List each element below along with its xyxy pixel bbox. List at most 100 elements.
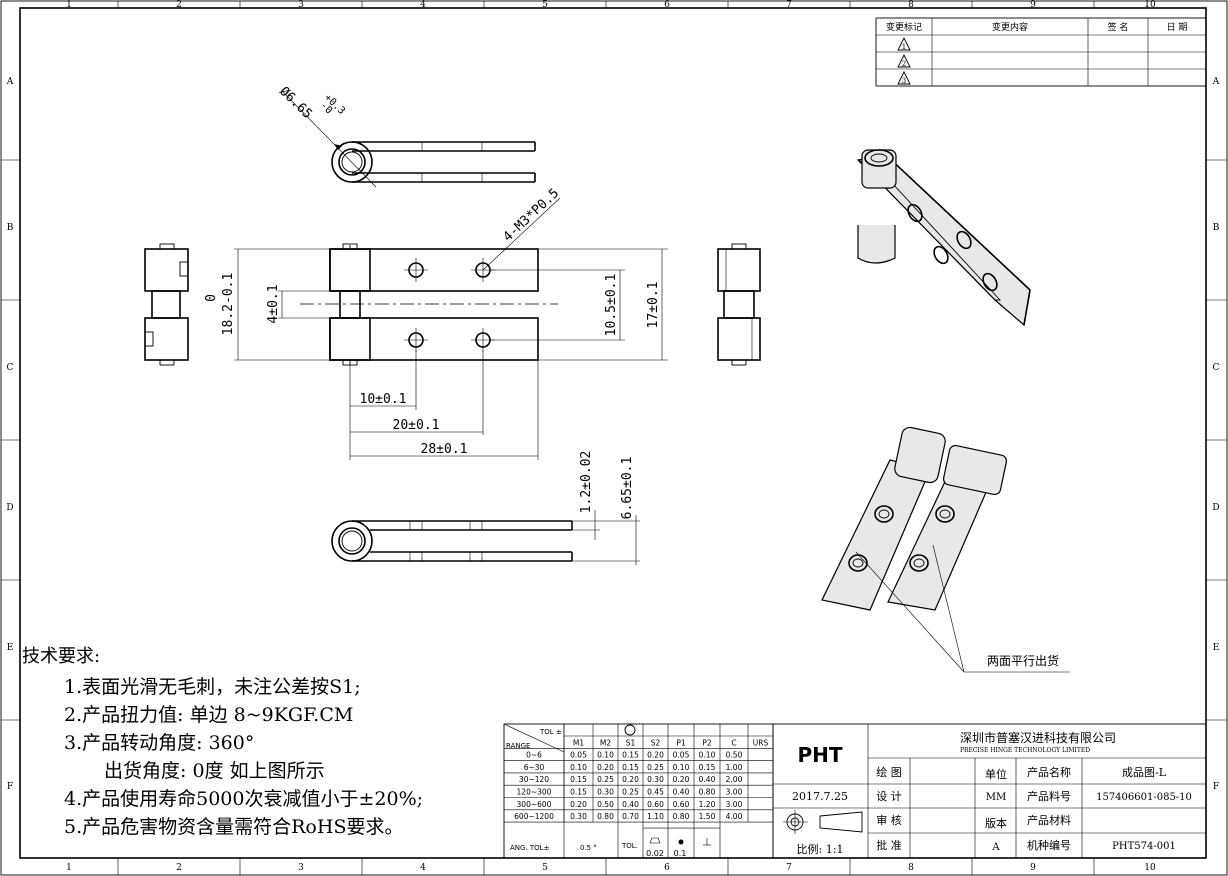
drawing-date: 2017.7.25 xyxy=(792,790,848,803)
tol-value-cell: 1.10 xyxy=(647,812,664,821)
revision-mark-1: 1 xyxy=(897,36,911,51)
perpendicular-symbol xyxy=(703,838,711,846)
tol-range-cell: 600~1200 xyxy=(514,812,554,821)
tol-range-cell: 30~120 xyxy=(519,775,549,784)
leaf-height-dim: 17±0.1 xyxy=(646,282,661,329)
zone-col-label-bottom: 5 xyxy=(542,863,548,873)
tol-value-cell: 0.25 xyxy=(647,763,664,772)
zone-col-label-bottom: 1 xyxy=(66,863,72,873)
tol-header-urs: URS xyxy=(753,738,769,747)
drawing-scale: 比例: 1:1 xyxy=(797,842,844,856)
tol-ang-label: ANG. TOL± xyxy=(510,844,550,852)
zone-row-label-right: A xyxy=(1212,77,1220,87)
tech-item-5: 5.产品危害物资含量需符合RoHS要求。 xyxy=(64,816,403,838)
version-value: A xyxy=(991,842,1000,853)
overall-height-upper: 0 xyxy=(204,294,219,302)
field-model-value: PHT574-001 xyxy=(1112,841,1176,852)
tol-value-cell: 0.25 xyxy=(622,788,639,797)
revision-header-sign: 签 名 xyxy=(1108,21,1129,33)
zone-row-label-right: D xyxy=(1212,503,1219,513)
leaf-thickness-dim: 1.2±0.02 xyxy=(579,451,594,514)
hole-diameter-dim: Ø6.65 xyxy=(276,84,315,122)
tol-value-cell: 0.30 xyxy=(597,788,614,797)
revision-header-mark: 变更标记 xyxy=(886,21,922,33)
tol-value-cell: 3.00 xyxy=(726,788,743,797)
tol-geo-round: 0.1 xyxy=(674,849,687,858)
front-view xyxy=(234,197,668,460)
revision-mark-2: 2 xyxy=(897,53,911,68)
tol-value-cell: 1.00 xyxy=(726,763,743,772)
tol-value-cell: 0.20 xyxy=(622,775,639,784)
tech-item-4: 4.产品使用寿命5000次衰减值小于±20%; xyxy=(64,788,423,810)
field-product-name-value: 成品图-L xyxy=(1122,766,1167,779)
revision-header-date: 日 期 xyxy=(1167,22,1188,33)
right-side-view xyxy=(717,243,761,366)
zone-col-label-bottom: 9 xyxy=(1030,863,1036,873)
revision-mark-2-number: 2 xyxy=(902,60,906,68)
tol-range-cell: 300~600 xyxy=(517,800,552,809)
company-name-en: PRECISE HINGE TECHNOLOGY LIMITED xyxy=(960,747,1090,754)
tol-value-cell: 0.80 xyxy=(673,812,690,821)
role-draw: 绘 图 xyxy=(876,765,902,779)
hole-pitch-vertical-dim: 10.5±0.1 xyxy=(604,274,619,337)
tol-value-cell: 0.20 xyxy=(647,751,664,760)
thread-spec-dim: 4-M3*P0.5 xyxy=(500,186,562,245)
tol-header-s1: S1 xyxy=(626,738,636,747)
zone-col-label-bottom: 3 xyxy=(298,863,304,873)
tol-header-p2: P2 xyxy=(702,738,712,747)
tol-value-cell: 0.05 xyxy=(570,751,587,760)
tol-value-cell: 0.40 xyxy=(699,775,716,784)
company-logo: PHT xyxy=(797,743,842,767)
tol-header-c: C xyxy=(731,738,736,747)
hole-offset-20-dim: 20±0.1 xyxy=(393,418,440,433)
left-side-view xyxy=(144,243,189,366)
zone-col-label-top: 5 xyxy=(542,0,548,10)
tol-value-cell: 3.00 xyxy=(726,800,743,809)
unit-label: 单位 xyxy=(985,767,1007,781)
gap-4-dim: 4±0.1 xyxy=(266,284,281,323)
tech-item-1: 1.表面光滑无毛刺，未注公差按S1; xyxy=(64,676,361,698)
bottom-view xyxy=(331,510,640,565)
revision-table: 变更标记 变更内容 签 名 日 期 1 2 3 xyxy=(875,17,1207,87)
zone-col-label-bottom: 8 xyxy=(908,863,914,873)
version-label: 版本 xyxy=(985,816,1007,830)
zone-col-label-top: 4 xyxy=(420,0,426,10)
tol-value-cell: 0.70 xyxy=(622,812,639,821)
roundness-symbol xyxy=(678,839,684,845)
tol-value-cell: 0.15 xyxy=(570,788,587,797)
role-approve: 批 准 xyxy=(876,838,902,852)
zone-col-label-top: 8 xyxy=(908,0,914,10)
zone-col-label-bottom: 7 xyxy=(786,863,792,873)
unit-value: MM xyxy=(986,792,1006,803)
tol-value-cell: 0.50 xyxy=(597,800,614,809)
zone-col-label-top: 10 xyxy=(1144,0,1156,10)
zone-row-label-left: F xyxy=(7,782,13,792)
tol-corner-bottom: RANGE xyxy=(506,742,530,750)
field-part-number-label: 产品料号 xyxy=(1027,789,1071,803)
tol-value-cell: 0.10 xyxy=(699,751,716,760)
tol-value-cell: 0.15 xyxy=(570,775,587,784)
zone-col-label-top: 6 xyxy=(664,0,670,10)
tol-value-cell: 0.50 xyxy=(726,751,743,760)
tol-header-p1: P1 xyxy=(676,738,686,747)
tol-value-cell: 0.20 xyxy=(673,775,690,784)
tol-value-cell: 0.60 xyxy=(647,800,664,809)
field-product-name-label: 产品名称 xyxy=(1027,765,1071,779)
zone-col-label-top: 7 xyxy=(786,0,792,10)
parallel-note: 两面平行出货 xyxy=(987,653,1059,668)
tech-title: 技术要求: xyxy=(22,646,100,667)
technical-requirements: 技术要求: 1.表面光滑无毛刺，未注公差按S1; 2.产品扭力值: 单边 8~9… xyxy=(22,646,423,838)
zone-col-label-top: 9 xyxy=(1030,0,1036,10)
revision-mark-3: 3 xyxy=(897,70,911,85)
revision-mark-3-number: 3 xyxy=(902,77,906,85)
title-block: PHT 深圳市普塞汉进科技有限公司 PRECISE HINGE TECHNOLO… xyxy=(772,723,1207,859)
tol-header-m1: M1 xyxy=(573,738,584,747)
zone-row-label-right: F xyxy=(1213,782,1219,792)
tol-value-cell: 0.20 xyxy=(570,800,587,809)
tol-header-m2: M2 xyxy=(600,738,611,747)
zone-col-label-bottom: 4 xyxy=(420,863,426,873)
